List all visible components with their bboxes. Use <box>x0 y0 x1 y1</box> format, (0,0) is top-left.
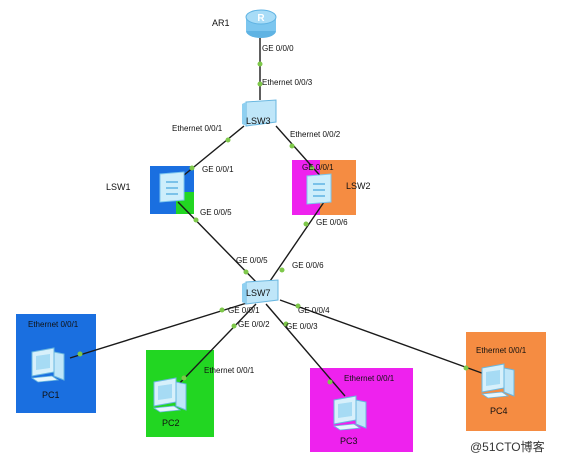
port-label: Ethernet 0/0/3 <box>262 78 313 87</box>
port-label: GE 0/0/5 <box>200 208 232 217</box>
port-label: GE 0/0/3 <box>286 322 318 331</box>
port-dot <box>77 351 83 357</box>
device-name-pc3: PC3 <box>340 436 358 446</box>
switch-icon-lsw3[interactable] <box>240 98 278 128</box>
switch-icon-lsw7[interactable] <box>240 278 280 306</box>
device-name-pc1: PC1 <box>42 390 60 400</box>
port-label: GE 0/0/6 <box>292 261 324 270</box>
port-label: Ethernet 0/0/1 <box>204 366 255 375</box>
router-glyph: R <box>257 13 265 24</box>
port-dot <box>327 379 333 385</box>
port-dot <box>193 217 199 223</box>
device-name-ar1: AR1 <box>212 18 230 28</box>
port-dot <box>257 81 263 87</box>
port-dot <box>283 321 289 327</box>
link-lsw7-pc3 <box>265 303 346 397</box>
switch-icon-lsw1[interactable] <box>156 170 188 204</box>
device-name-lsw7: LSW7 <box>246 288 271 298</box>
link-lsw7-pc4 <box>279 299 491 377</box>
pc-icon-pc1[interactable] <box>28 344 68 384</box>
port-label: Ethernet 0/0/1 <box>172 124 223 133</box>
port-label: GE 0/0/2 <box>238 320 270 329</box>
port-label: Ethernet 0/0/1 <box>344 374 395 383</box>
device-name-lsw1: LSW1 <box>106 182 131 192</box>
router-icon[interactable]: R <box>244 6 278 40</box>
link-lsw2-lsw7 <box>267 201 325 285</box>
link-lsw3-lsw1 <box>177 125 245 181</box>
link-lsw3-lsw2 <box>275 125 325 181</box>
port-dot <box>219 307 225 313</box>
port-label: GE 0/0/5 <box>236 256 268 265</box>
port-dot <box>295 303 301 309</box>
port-dot <box>225 137 231 143</box>
port-label: GE 0/0/1 <box>202 165 234 174</box>
port-label: Ethernet 0/0/1 <box>28 320 79 329</box>
port-dot <box>243 269 249 275</box>
port-dot <box>257 61 263 67</box>
switch-icon-lsw2[interactable] <box>304 172 334 206</box>
port-dot <box>279 267 285 273</box>
device-name-pc4: PC4 <box>490 406 508 416</box>
port-label: GE 0/0/1 <box>228 306 260 315</box>
port-dot <box>231 323 237 329</box>
device-name-pc2: PC2 <box>162 418 180 428</box>
pc-icon-pc2[interactable] <box>150 374 190 414</box>
port-label: Ethernet 0/0/2 <box>290 130 341 139</box>
link-lsw7-pc2 <box>174 303 257 389</box>
port-label: GE 0/0/4 <box>298 306 330 315</box>
device-name-lsw2: LSW2 <box>346 181 371 191</box>
port-label: GE 0/0/0 <box>262 44 294 53</box>
port-dot <box>303 221 309 227</box>
port-label: Ethernet 0/0/1 <box>476 346 527 355</box>
port-dot <box>309 165 315 171</box>
port-label: GE 0/0/1 <box>302 163 334 172</box>
device-name-lsw3: LSW3 <box>246 116 271 126</box>
port-dot <box>189 165 195 171</box>
port-dot <box>181 375 187 381</box>
port-dot <box>463 365 469 371</box>
watermark: @51CTO博客 <box>470 440 545 454</box>
pc-icon-pc3[interactable] <box>330 392 370 432</box>
port-label: GE 0/0/6 <box>316 218 348 227</box>
pc-icon-pc4[interactable] <box>478 360 518 400</box>
port-dot <box>289 143 295 149</box>
